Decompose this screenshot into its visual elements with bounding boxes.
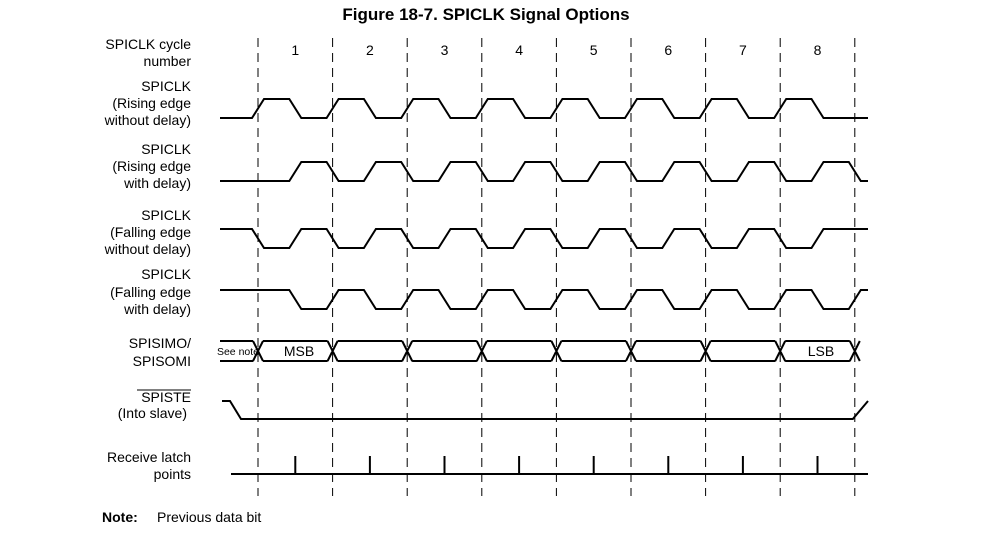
signal-label-line: (Rising edge <box>112 95 191 111</box>
signal-label-line: without delay) <box>104 241 191 257</box>
cycle-number: 6 <box>664 42 672 58</box>
spiclk-falling-edge-with-delay-waveform <box>220 289 868 310</box>
signal-label-line: with delay) <box>123 175 191 191</box>
signal-label-line: (Falling edge <box>110 224 191 240</box>
msb-label: MSB <box>284 343 314 359</box>
signal-label-line: (Rising edge <box>112 158 191 174</box>
signal-label-line: SPICLK <box>141 78 191 94</box>
cycle-number: 5 <box>590 42 598 58</box>
receive-latch-points <box>231 456 868 475</box>
cycle-number: 4 <box>515 42 523 58</box>
figure-title: Figure 18-7. SPICLK Signal Options <box>342 5 629 24</box>
cycle-header-label-line-2: number <box>144 53 192 69</box>
see-note-label: See note <box>217 346 259 358</box>
spiclk-rising-edge-with-delay-waveform <box>220 161 868 182</box>
spiclk-rising-edge-without-delay-waveform <box>220 98 868 119</box>
cycle-header-label-line-1: SPICLK cycle <box>105 36 191 52</box>
signal-label-line: SPISOMI <box>133 353 191 369</box>
cycle-boundary-lines <box>257 38 856 496</box>
cycle-number: 3 <box>441 42 449 58</box>
cycle-number: 8 <box>814 42 822 58</box>
lsb-label: LSB <box>808 343 834 359</box>
cycle-numbers: 1 2 3 4 5 6 7 8 <box>291 42 821 58</box>
signal-label-line: (Falling edge <box>110 284 191 300</box>
note-label: Note: <box>102 509 138 525</box>
spisimo-spisomi-data-waveform <box>220 340 861 362</box>
signal-label-line: Receive latch <box>107 449 191 465</box>
signal-label-line: SPISIMO/ <box>129 335 191 351</box>
cycle-number: 7 <box>739 42 747 58</box>
signal-label-line: SPICLK <box>141 141 191 157</box>
signal-label-line: (Into slave) <box>118 405 187 421</box>
spiclk-falling-edge-without-delay-waveform <box>220 228 868 249</box>
note-text: Previous data bit <box>157 509 261 525</box>
signal-label-line: without delay) <box>104 112 191 128</box>
signal-label-line: SPICLK <box>141 266 191 282</box>
signal-label-line: SPISTE <box>141 389 191 405</box>
spiste-waveform <box>222 400 869 420</box>
cycle-number: 2 <box>366 42 374 58</box>
signal-label-line: with delay) <box>123 301 191 317</box>
signal-label-line: points <box>154 466 191 482</box>
cycle-number: 1 <box>291 42 299 58</box>
signal-label-line: SPICLK <box>141 207 191 223</box>
